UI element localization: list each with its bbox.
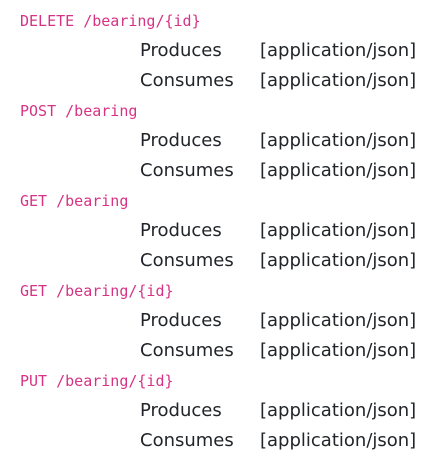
- produces-value: [application/json]: [260, 40, 417, 61]
- consumes-row: Consumes [application/json]: [20, 156, 430, 186]
- endpoint-path: DELETE /bearing/{id}: [20, 12, 201, 30]
- produces-label: Produces: [140, 220, 222, 241]
- produces-value: [application/json]: [260, 400, 417, 421]
- endpoint-delete-bearing-id: DELETE /bearing/{id} Produces [applicati…: [20, 6, 430, 96]
- produces-label: Produces: [140, 40, 222, 61]
- produces-row: Produces [application/json]: [20, 396, 430, 426]
- consumes-value: [application/json]: [260, 340, 417, 361]
- consumes-label: Consumes: [140, 70, 234, 91]
- endpoint-get-bearing: GET /bearing Produces [application/json]…: [20, 186, 430, 276]
- endpoint-path: GET /bearing: [20, 192, 129, 210]
- endpoint-list: DELETE /bearing/{id} Produces [applicati…: [20, 6, 430, 456]
- produces-row: Produces [application/json]: [20, 306, 430, 336]
- consumes-value: [application/json]: [260, 250, 417, 271]
- consumes-value: [application/json]: [260, 160, 417, 181]
- endpoint-path: PUT /bearing/{id}: [20, 372, 174, 390]
- consumes-label: Consumes: [140, 340, 234, 361]
- produces-value: [application/json]: [260, 220, 417, 241]
- endpoint-post-bearing: POST /bearing Produces [application/json…: [20, 96, 430, 186]
- produces-row: Produces [application/json]: [20, 126, 430, 156]
- consumes-label: Consumes: [140, 250, 234, 271]
- consumes-value: [application/json]: [260, 70, 417, 91]
- consumes-value: [application/json]: [260, 430, 417, 451]
- endpoint-put-bearing-id: PUT /bearing/{id} Produces [application/…: [20, 366, 430, 456]
- produces-label: Produces: [140, 400, 222, 421]
- produces-row: Produces [application/json]: [20, 216, 430, 246]
- consumes-row: Consumes [application/json]: [20, 336, 430, 366]
- consumes-row: Consumes [application/json]: [20, 426, 430, 456]
- endpoint-path: GET /bearing/{id}: [20, 282, 174, 300]
- produces-label: Produces: [140, 130, 222, 151]
- produces-label: Produces: [140, 310, 222, 331]
- consumes-label: Consumes: [140, 160, 234, 181]
- consumes-row: Consumes [application/json]: [20, 66, 430, 96]
- endpoint-get-bearing-id: GET /bearing/{id} Produces [application/…: [20, 276, 430, 366]
- consumes-row: Consumes [application/json]: [20, 246, 430, 276]
- produces-value: [application/json]: [260, 130, 417, 151]
- produces-row: Produces [application/json]: [20, 36, 430, 66]
- produces-value: [application/json]: [260, 310, 417, 331]
- endpoint-path: POST /bearing: [20, 102, 138, 120]
- consumes-label: Consumes: [140, 430, 234, 451]
